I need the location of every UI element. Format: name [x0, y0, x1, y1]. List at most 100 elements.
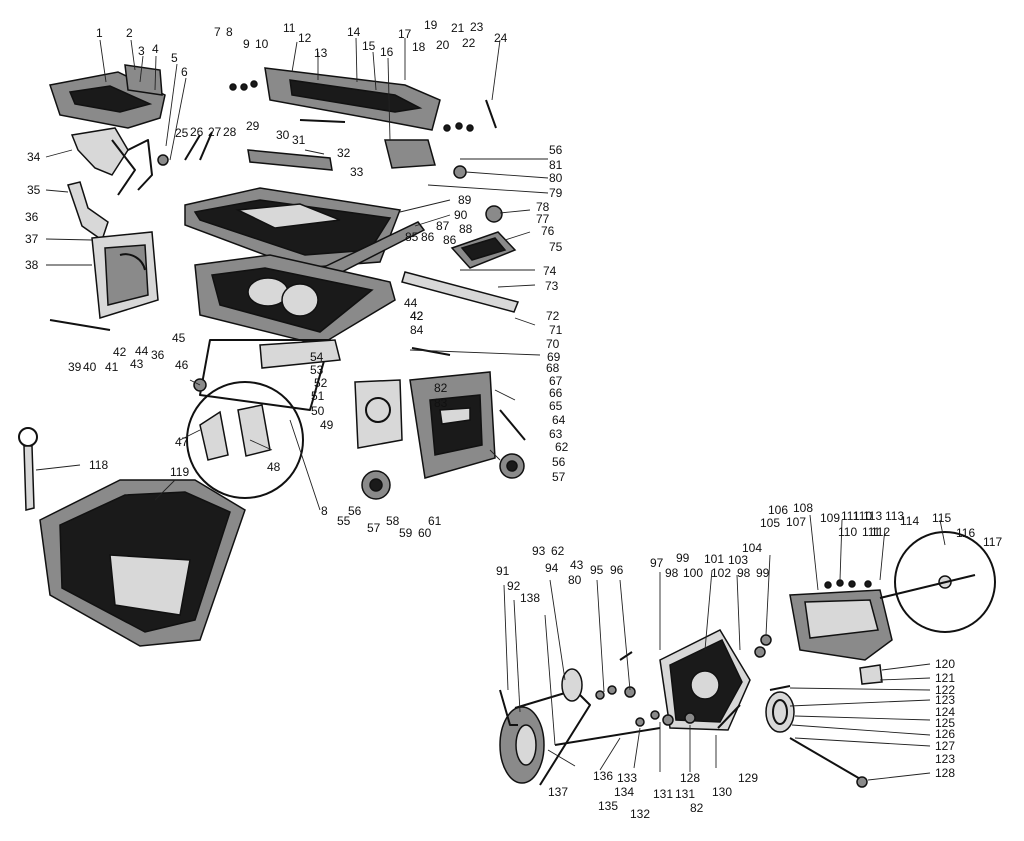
callout-57-b: 57: [552, 470, 566, 484]
callout-40: 40: [83, 360, 97, 374]
callout-130: 130: [712, 785, 732, 799]
saw-blade-115: [894, 531, 996, 633]
callout-113: 113: [863, 509, 882, 523]
callout-8-b: 8: [321, 504, 328, 518]
callout-36: 36: [25, 210, 39, 224]
motor-pulley-137: [499, 706, 545, 784]
callout-41: 41: [105, 360, 119, 374]
callout-93: 93: [532, 544, 546, 558]
callout-128-b: 128: [680, 771, 700, 785]
callout-29: 29: [246, 119, 260, 133]
callout-60: 60: [418, 526, 432, 540]
callout-61: 61: [428, 514, 442, 528]
callout-82: 82: [434, 381, 448, 395]
table-insert-29: [247, 149, 333, 171]
callout-138: 138: [520, 591, 540, 605]
callout-131-b: 131: [653, 787, 673, 801]
callout-49: 49: [320, 418, 334, 432]
callout-55: 55: [337, 514, 351, 528]
callout-35: 35: [27, 183, 41, 197]
rip-fence-11-17: [264, 67, 441, 169]
callout-99: 99: [676, 551, 690, 565]
callout-42-b: 42: [410, 309, 424, 323]
callout-80-b: 80: [568, 573, 582, 587]
callout-26: 26: [190, 125, 204, 139]
callout-22: 22: [462, 36, 476, 50]
callout-63: 63: [549, 427, 563, 441]
arbor-shaft-114: [879, 574, 976, 599]
callout-124: 124: [935, 705, 955, 719]
callout-76: 76: [541, 224, 555, 238]
callout-50: 50: [311, 404, 325, 418]
callout-4: 4: [152, 42, 159, 56]
callout-1: 1: [96, 26, 103, 40]
callout-95: 95: [590, 563, 604, 577]
callout-112: 112: [871, 525, 890, 539]
callout-32: 32: [337, 146, 351, 160]
callout-99-b: 99: [756, 566, 770, 580]
callout-105: 105: [760, 516, 780, 530]
cabinet-stand-119: [39, 479, 246, 647]
blade-housing-61: [409, 371, 496, 479]
callout-18: 18: [412, 40, 426, 54]
table-frame-base: [194, 254, 396, 346]
callout-78: 78: [536, 200, 550, 214]
callout-59: 59: [399, 526, 413, 540]
callout-52: 52: [314, 376, 328, 390]
callout-72: 72: [546, 309, 560, 323]
callout-110: 110: [838, 525, 857, 539]
callout-65: 65: [549, 399, 563, 413]
callout-64: 64: [552, 413, 566, 427]
callout-83: 83: [434, 396, 448, 410]
callout-118: 118: [89, 458, 108, 472]
callout-123-b: 123: [935, 752, 955, 766]
callout-70: 70: [546, 337, 560, 351]
callout-43-b: 43: [570, 558, 584, 572]
callout-136: 136: [593, 769, 613, 783]
callout-24: 24: [494, 31, 508, 45]
callout-7: 7: [214, 25, 221, 39]
callout-80: 80: [549, 171, 563, 185]
pulley-94: [561, 668, 583, 702]
shaft-136: [554, 727, 661, 746]
callout-2: 2: [126, 26, 133, 40]
callout-58: 58: [386, 514, 400, 528]
callout-121: 121: [935, 671, 955, 685]
callout-56-c: 56: [552, 455, 566, 469]
callout-20: 20: [436, 38, 450, 52]
callout-111-b: 111: [862, 525, 881, 539]
belt-guard-47-48: [186, 381, 304, 499]
callout-128: 128: [935, 766, 955, 780]
callout-133: 133: [617, 771, 637, 785]
callout-34: 34: [27, 150, 41, 164]
callout-132: 132: [630, 807, 650, 821]
callout-45: 45: [172, 331, 186, 345]
callout-38: 38: [25, 258, 39, 272]
callout-79: 79: [549, 186, 563, 200]
callout-5: 5: [171, 51, 178, 65]
callout-119: 119: [170, 465, 189, 479]
callout-135: 135: [598, 799, 618, 813]
callout-44-b: 44: [404, 296, 418, 310]
callout-116: 116: [956, 526, 975, 540]
callout-66: 66: [549, 386, 563, 400]
callout-114: 114: [900, 514, 919, 528]
arbor-housing-101: [659, 629, 751, 731]
callout-74: 74: [543, 264, 557, 278]
callout-137: 137: [548, 785, 568, 799]
callout-62-b: 62: [551, 544, 565, 558]
miter-bar-74: [401, 271, 520, 313]
elevating-screw-127: [789, 737, 868, 788]
miter-gauge-76: [450, 205, 517, 269]
callout-98-b: 98: [737, 566, 751, 580]
callout-106: 106: [768, 503, 788, 517]
callout-33: 33: [350, 165, 364, 179]
callout-85: 85: [405, 230, 419, 244]
drive-belt-92: [514, 689, 591, 786]
callout-47: 47: [175, 435, 189, 449]
callout-17: 17: [398, 27, 412, 41]
callout-91: 91: [496, 564, 510, 578]
callout-42: 42: [113, 345, 127, 359]
callout-69: 69: [547, 350, 561, 364]
